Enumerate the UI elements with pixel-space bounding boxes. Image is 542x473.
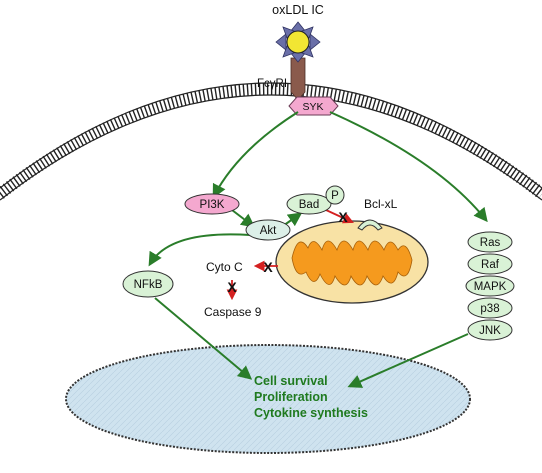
phospho-label: P xyxy=(331,190,339,202)
jnk-node xyxy=(467,319,513,341)
raf-node xyxy=(467,253,513,275)
raf-label: Raf xyxy=(481,259,500,271)
p38-label: p38 xyxy=(480,303,499,315)
bad-node xyxy=(286,193,332,215)
inhibition-arrows xyxy=(226,209,354,301)
jnk-label: JNK xyxy=(479,325,501,337)
ras-label: Ras xyxy=(480,237,501,249)
block-mark-cytoc-release: X xyxy=(263,259,273,275)
pi3k-label: PI3K xyxy=(200,199,225,211)
outcome-cytokine-synthesis: Cytokine synthesis xyxy=(254,406,368,420)
p38-node xyxy=(467,297,513,319)
akt-node xyxy=(245,219,291,241)
block-mark-bad-bclxl: X xyxy=(338,209,348,225)
mapk-label: MAPK xyxy=(474,281,507,293)
nfkb-label: NFkB xyxy=(134,279,163,291)
outcome-cell-survival: Cell survival xyxy=(254,374,328,388)
cellular-outcomes: Cell survival Proliferation Cytokine syn… xyxy=(254,374,368,420)
syk-label: SYK xyxy=(302,101,323,113)
caspase9-label: Caspase 9 xyxy=(204,305,262,319)
oxldl-ic-ligand xyxy=(275,21,321,63)
mitochondrion xyxy=(275,220,429,304)
cell-membrane xyxy=(0,82,542,201)
ras-node xyxy=(467,231,513,253)
bclxl-marker xyxy=(357,219,383,231)
nfkb-node xyxy=(122,270,174,298)
syk-node xyxy=(288,96,339,116)
bad-label: Bad xyxy=(299,199,319,211)
outcome-proliferation: Proliferation xyxy=(254,390,328,404)
mapk-node xyxy=(465,275,515,297)
fcgr1-receptor xyxy=(290,57,306,101)
akt-label: Akt xyxy=(260,225,277,237)
nucleus xyxy=(65,344,471,454)
phospho-marker xyxy=(325,185,345,205)
oxldl-ic-label: oxLDL IC xyxy=(272,3,324,17)
mapk-cascade: Ras Raf MAPK p38 JNK xyxy=(465,231,515,341)
fcgr1-label: FcγRI xyxy=(257,78,287,90)
bclxl-label: Bcl-xL xyxy=(364,197,398,211)
cytoc-label: Cyto C xyxy=(206,260,243,274)
pi3k-node xyxy=(184,193,240,215)
block-mark-caspase: X xyxy=(227,279,237,295)
